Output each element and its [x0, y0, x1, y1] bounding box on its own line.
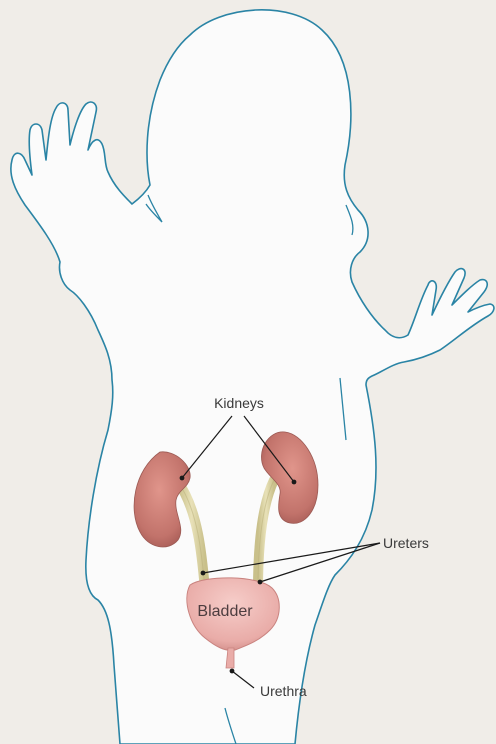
urethra-label: Urethra	[260, 683, 307, 699]
kidneys-label: Kidneys	[214, 395, 264, 411]
bladder-label: Bladder	[197, 603, 253, 620]
ureters-label: Ureters	[383, 535, 429, 551]
